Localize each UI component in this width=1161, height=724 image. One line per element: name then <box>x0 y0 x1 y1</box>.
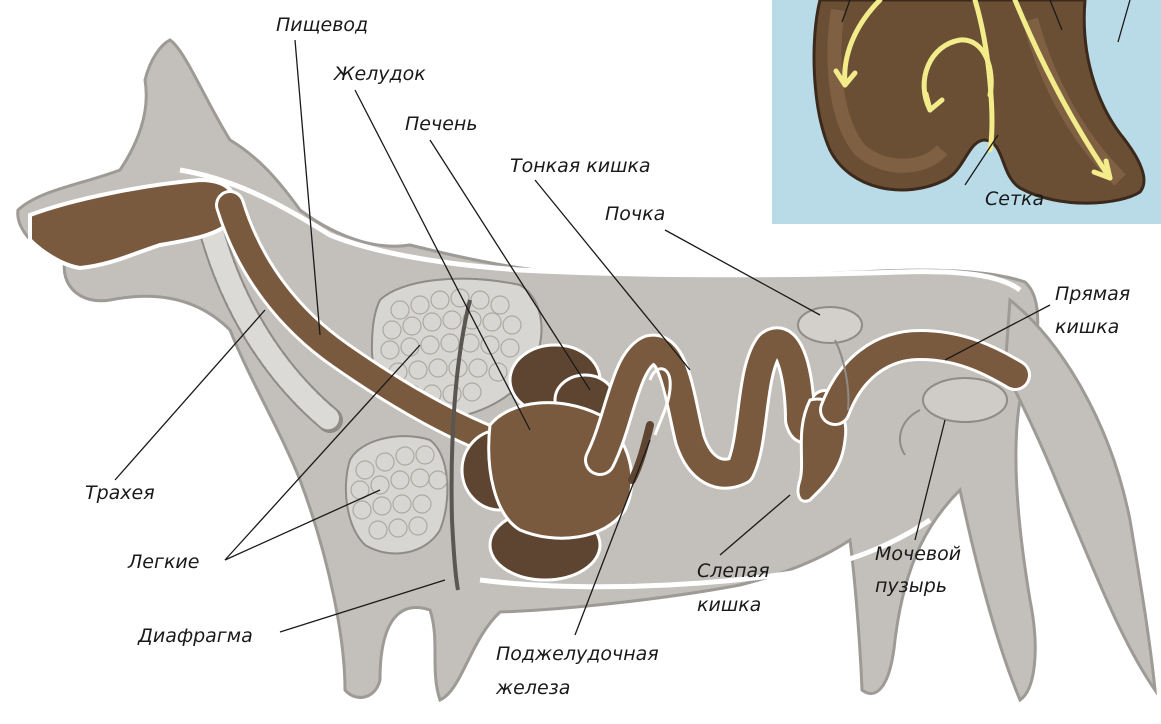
label-bladder-line2: пузырь <box>875 575 947 597</box>
ruminant-stomach-inset: Сетка <box>772 0 1161 224</box>
label-diaphragm: Диафрагма <box>137 625 253 647</box>
label-pancreas-line1: Поджелудочная <box>496 643 659 665</box>
label-cecum-line2: кишка <box>697 594 761 616</box>
label-rectum-line1: Прямая <box>1055 283 1130 305</box>
label-reticulum: Сетка <box>985 188 1044 210</box>
label-stomach: Желудок <box>333 63 426 85</box>
label-lungs: Легкие <box>127 551 199 573</box>
label-small-intestine: Тонкая кишка <box>510 155 651 177</box>
label-esophagus: Пищевод <box>276 14 368 36</box>
label-cecum-line1: Слепая <box>697 560 770 582</box>
label-pancreas-line2: железа <box>495 677 570 699</box>
label-kidney: Почка <box>605 203 665 225</box>
label-trachea: Трахея <box>85 482 155 504</box>
label-rectum-line2: кишка <box>1055 316 1119 338</box>
label-bladder-line1: Мочевой <box>875 543 961 565</box>
label-liver: Печень <box>405 113 478 135</box>
